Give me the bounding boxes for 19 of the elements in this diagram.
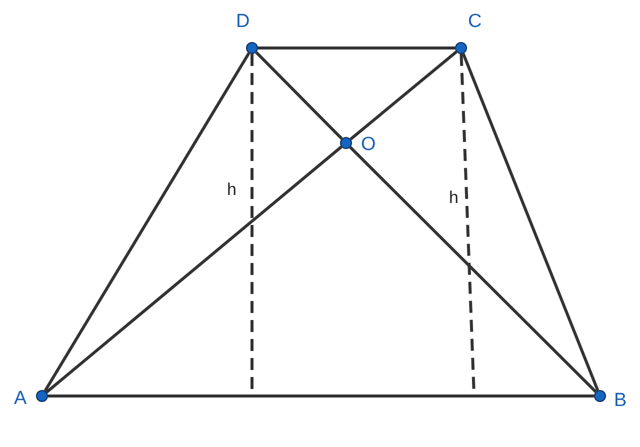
line-segment xyxy=(255,51,343,140)
line-segment xyxy=(48,394,594,398)
line-segment xyxy=(462,53,600,391)
line-segment xyxy=(44,52,250,392)
point-label: C xyxy=(468,12,482,32)
line-segment xyxy=(350,50,458,140)
point-label: A xyxy=(14,389,27,409)
height-label: h xyxy=(449,189,458,207)
point-label: O xyxy=(361,135,376,155)
point-dot xyxy=(246,42,258,54)
height-label: h xyxy=(227,181,236,199)
line-segment xyxy=(258,46,455,50)
point-label: B xyxy=(614,391,627,411)
point-label: D xyxy=(236,12,250,32)
line-segment xyxy=(349,146,597,393)
point-dot xyxy=(594,390,606,402)
point-dot xyxy=(455,42,467,54)
point-dot xyxy=(36,390,48,402)
line-segment xyxy=(46,146,342,394)
